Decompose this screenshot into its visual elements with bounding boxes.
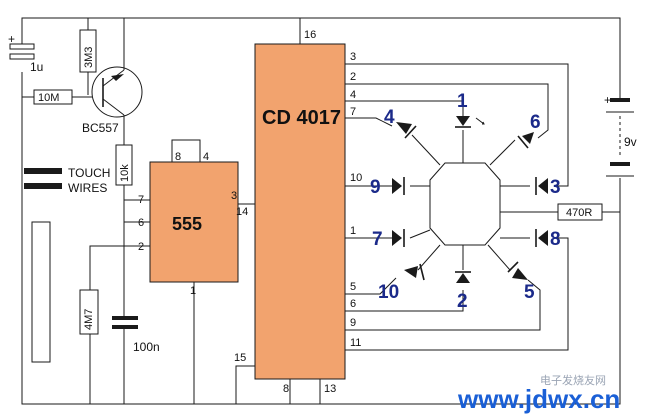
capacitor-1u: + 1u xyxy=(8,32,43,74)
led-7: 7 xyxy=(372,229,405,250)
cap-1u-label: 1u xyxy=(30,60,43,74)
ic4017-pin15: 15 xyxy=(234,352,246,364)
resistor-4m7: 4M7 xyxy=(79,289,99,335)
led-4-label: 4 xyxy=(384,107,395,128)
ic-4017-label: CD 4017 xyxy=(262,107,341,129)
led-5-label: 5 xyxy=(524,282,535,303)
resistor-10k: 10k xyxy=(115,144,133,200)
power-rails xyxy=(21,17,621,405)
ic-555: 555 8 4 7 6 2 3 1 xyxy=(138,151,239,297)
ic4017-pin10: 10 xyxy=(350,172,362,184)
transistor-bc557: BC557 xyxy=(82,18,143,145)
ic4017-pin14: 14 xyxy=(236,206,248,218)
ic-4017-body xyxy=(254,43,346,380)
ic4017-pin8: 8 xyxy=(283,383,289,395)
ic-555-body xyxy=(149,161,239,283)
led-2: 2 xyxy=(455,271,471,312)
timer-wiring xyxy=(89,139,255,404)
led-10-label: 10 xyxy=(378,282,399,303)
led-8: 8 xyxy=(535,229,561,250)
res-4m7-label: 4M7 xyxy=(83,309,95,330)
ic555-pin4: 4 xyxy=(203,151,209,163)
ic555-pin8: 8 xyxy=(175,151,181,163)
output-wiring xyxy=(345,63,569,351)
res-3m3-label: 3M3 xyxy=(83,47,95,68)
battery-9v: + 9v xyxy=(604,93,637,177)
led-5: 5 xyxy=(507,261,535,303)
resistor-470r: 470R xyxy=(557,203,620,221)
led-1-label: 1 xyxy=(457,91,468,112)
battery-plus-sign: + xyxy=(604,93,611,107)
led-6-label: 6 xyxy=(530,112,541,133)
capacitor-100n: 100n xyxy=(112,316,160,404)
touch-label: TOUCH xyxy=(68,166,110,180)
ic4017-pin2: 2 xyxy=(350,71,356,83)
ic555-pin6: 6 xyxy=(138,217,144,229)
ic4017-pin9: 9 xyxy=(350,317,356,329)
led-4: 4 xyxy=(384,107,417,139)
watermark: 电子发烧友网 www.jdwx.cn xyxy=(457,373,620,414)
ic4017-pin3: 3 xyxy=(350,51,356,63)
led-7-label: 7 xyxy=(372,229,383,250)
battery-label: 9v xyxy=(624,135,637,149)
led-hub xyxy=(429,162,501,246)
res-470r-label: 470R xyxy=(566,207,592,219)
ic4017-pin5: 5 xyxy=(350,281,356,293)
res-10k-label: 10k xyxy=(119,164,131,182)
ic4017-pin1: 1 xyxy=(350,225,356,237)
wires-label: WIRES xyxy=(68,181,107,195)
led-2-label: 2 xyxy=(457,291,468,312)
led-6: 6 xyxy=(517,112,541,149)
transistor-label: BC557 xyxy=(82,121,119,135)
led-1: 1 xyxy=(455,91,485,128)
ic555-pin2: 2 xyxy=(138,241,144,253)
ic4017-pin7: 7 xyxy=(350,106,356,118)
resistor-10m: 10M xyxy=(22,89,103,105)
ic555-pin3: 3 xyxy=(231,190,237,202)
cap-plus-sign: + xyxy=(8,32,15,46)
led-10: 10 xyxy=(378,263,425,303)
resistor-3m3: 3M3 xyxy=(79,18,97,95)
led-3-label: 3 xyxy=(550,177,561,198)
ic4017-pin6: 6 xyxy=(350,298,356,310)
watermark-badge: 电子发烧友网 xyxy=(540,373,606,387)
ic4017-pin16: 16 xyxy=(304,29,316,41)
ic4017-pin13: 13 xyxy=(324,383,336,395)
watermark-site: www.jdwx.cn xyxy=(457,384,620,414)
touch-plate xyxy=(31,221,51,363)
cap-100n-label: 100n xyxy=(133,340,160,354)
led-9: 9 xyxy=(370,177,405,198)
ic555-pin7: 7 xyxy=(138,194,144,206)
hub-spokes xyxy=(409,130,558,271)
ic555-pin1: 1 xyxy=(190,285,196,297)
res-10m-label: 10M xyxy=(38,92,59,104)
ic-555-label: 555 xyxy=(172,214,202,234)
ic4017-pin4: 4 xyxy=(350,89,356,101)
ic-cd4017: CD 4017 16 14 15 8 13 3 2 4 7 10 1 5 6 9… xyxy=(234,18,362,404)
ic4017-pin11: 11 xyxy=(350,337,361,349)
touch-wires: TOUCH WIRES xyxy=(24,166,110,195)
led-9-label: 9 xyxy=(370,177,381,198)
led-3: 3 xyxy=(535,177,561,198)
led-8-label: 8 xyxy=(550,229,561,250)
